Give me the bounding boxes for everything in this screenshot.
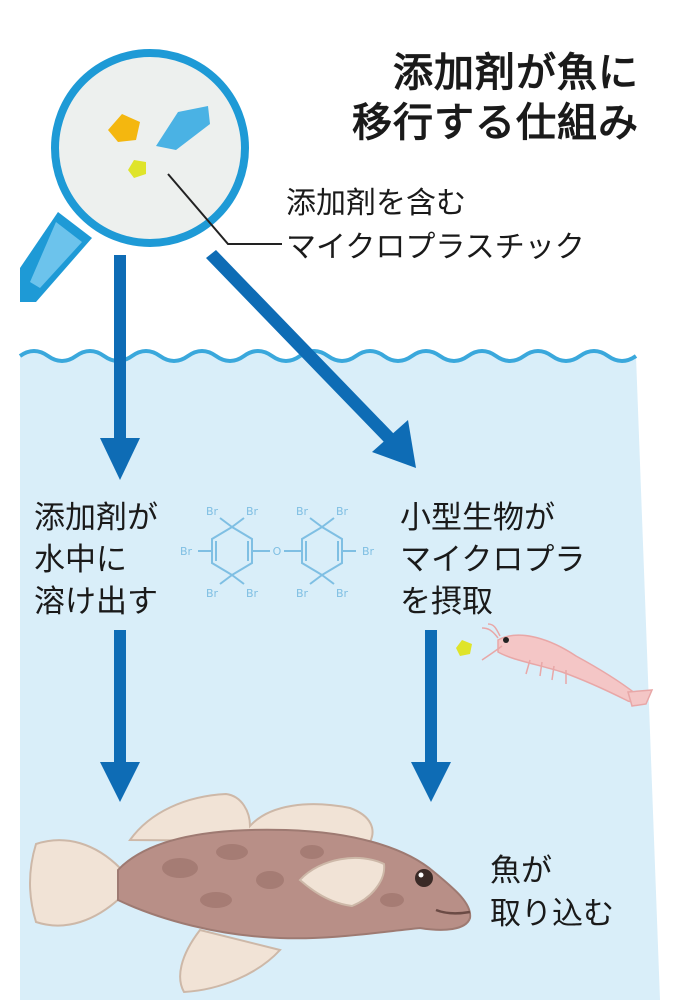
fish-pectoral-fin (179, 928, 282, 994)
molecule-icon (198, 517, 356, 585)
ingest-step-line-3: を摂取 (400, 584, 493, 620)
title-line-2: 移行する仕組み (352, 100, 639, 146)
molecule-bromine: Br (296, 587, 309, 600)
arrow-left-lower (100, 630, 140, 802)
fish-mottling (162, 844, 404, 908)
molecule-bromine: Br (362, 545, 375, 558)
ingest-step-line-1: 小型生物が (400, 500, 555, 536)
fish-dorsal-fin (128, 792, 374, 844)
caption-leader-line (167, 173, 282, 245)
molecule-bromine: Br (206, 505, 219, 518)
title-line-1: 添加剤が魚に (393, 50, 639, 96)
ingest-step-line-2: マイクロプラ (400, 542, 586, 578)
fish-step-line-2: 取り込む (490, 896, 614, 932)
fish-body (117, 828, 472, 940)
fish-mouth (435, 908, 471, 915)
dissolve-step-line-3: 溶け出す (34, 584, 158, 620)
magnifier-handle-highlight (30, 222, 82, 288)
shrimp-antennae (481, 623, 503, 661)
magnifier-icon (20, 49, 249, 302)
molecule-bromine: Br (206, 587, 219, 600)
magnifier-caption-line-1: 添加剤を含む (286, 186, 466, 221)
molecule-bromine: Br (336, 587, 349, 600)
arrow-right-lower (411, 630, 451, 802)
molecule-bromine: Br (246, 505, 259, 518)
magnifier-caption-line-2: マイクロプラスチック (286, 230, 585, 265)
molecule-bromine: Br (180, 545, 193, 558)
arrow-diagonal (206, 250, 416, 468)
arrow-left-upper (100, 255, 140, 480)
shrimp-icon (456, 623, 654, 707)
particle-orange (108, 114, 140, 142)
fish-eye-highlight (418, 872, 424, 878)
fish-tail-fin (29, 839, 121, 927)
particle-blue (156, 106, 210, 150)
magnifier-lens (51, 49, 249, 247)
shrimp-eye (503, 637, 509, 643)
molecule-bromine: Br (336, 505, 349, 518)
shrimp-tail (627, 689, 654, 707)
particle-yellow (128, 160, 146, 178)
molecule-labels: O Br Br Br Br Br Br Br Br Br Br (180, 505, 375, 600)
fish-icon (29, 792, 472, 994)
molecule-bromine: Br (296, 505, 309, 518)
molecule-oxygen: O (273, 545, 282, 558)
dissolve-step-line-2: 水中に (34, 542, 127, 578)
fish-side-fin (298, 857, 386, 908)
dissolve-step-line-1: 添加剤が (34, 500, 158, 536)
shrimp-particle (456, 640, 472, 656)
shrimp-legs (525, 659, 567, 684)
fish-step-line-1: 魚が (490, 853, 552, 889)
fish-eye (415, 869, 433, 887)
molecule-bromine: Br (246, 587, 259, 600)
